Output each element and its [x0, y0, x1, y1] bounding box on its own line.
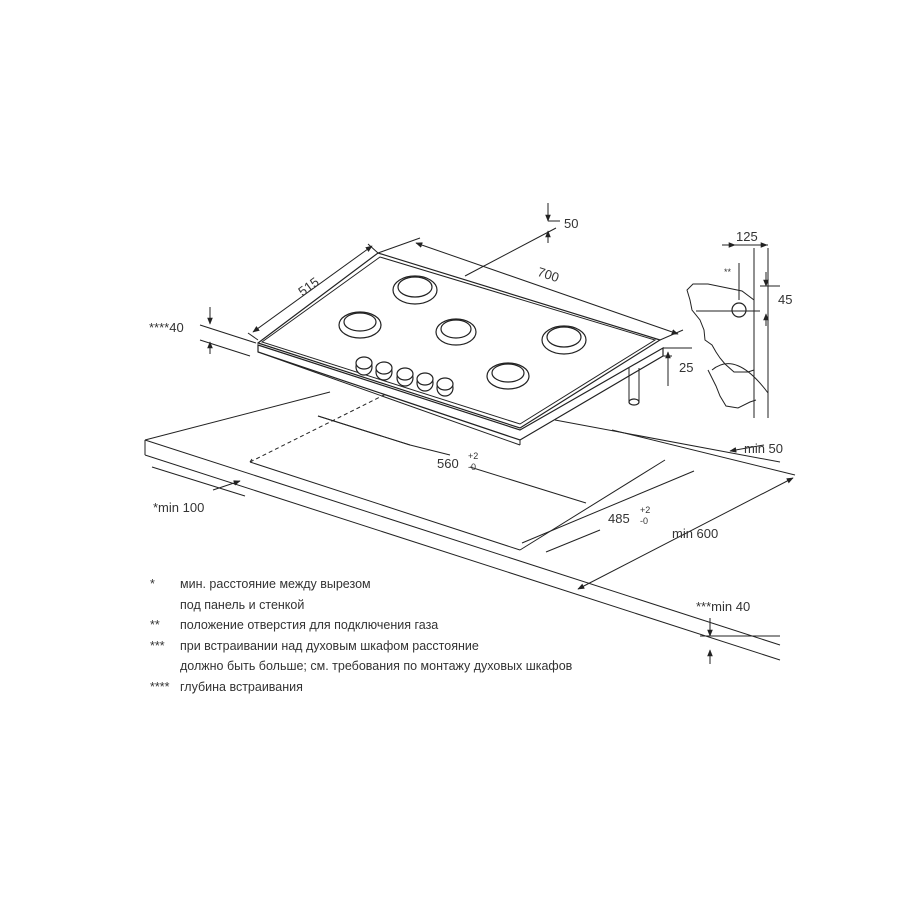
knob-1 [355, 356, 373, 376]
dim-depth-40: ****40 [149, 320, 184, 335]
countertop [144, 391, 781, 661]
dim-515: 515 [295, 274, 321, 299]
side-detail [686, 242, 780, 418]
dim-min-100: *min 100 [153, 500, 204, 515]
dim-700: 700 [536, 264, 561, 285]
footnote-text: при встраивании над духовым шкафом расст… [180, 638, 573, 674]
footnote-4: **** глубина встраивания [150, 677, 770, 698]
dim-485: 485 [608, 511, 630, 526]
burner-right [541, 325, 587, 355]
gas-pipe [628, 368, 640, 406]
footnotes: * мин. расстояние между вырезом под пане… [150, 574, 770, 697]
burner-left [338, 311, 382, 339]
control-knobs [355, 356, 454, 397]
dim-560: 560 [437, 456, 459, 471]
knob-2 [375, 361, 393, 381]
footnote-mark: *** [150, 638, 165, 653]
footnote-text: мин. расстояние между вырезом под панель… [180, 577, 371, 612]
footnote-mark: ** [150, 618, 160, 632]
footnote-text: глубина встраивания [180, 679, 303, 694]
dim-560-tol-minus: -0 [468, 462, 476, 472]
dim-485-tol-minus: -0 [640, 516, 648, 526]
gas-hole-icon [731, 302, 747, 318]
footnote-1: * мин. расстояние между вырезом под пане… [150, 574, 770, 615]
dim-485-tol-plus: +2 [640, 505, 650, 515]
footnote-mark: **** [150, 679, 170, 694]
footnote-text: положение отверстия для подключения газа [180, 618, 439, 632]
burner-front [486, 362, 530, 390]
dim-45: 45 [778, 292, 792, 307]
double-star-mark: ** [724, 267, 732, 277]
knob-4 [416, 372, 434, 392]
dim-560-tol-plus: +2 [468, 451, 478, 461]
dim-min-50: min 50 [744, 441, 783, 456]
footnote-mark: * [150, 577, 155, 591]
dim-min-600: min 600 [672, 526, 718, 541]
dimension-lines [151, 203, 796, 664]
burner-back [392, 275, 438, 305]
footnote-3: *** при встраивании над духовым шкафом р… [150, 636, 770, 677]
dim-min-40: ***min 40 [696, 599, 750, 614]
dim-25: 25 [679, 360, 693, 375]
knob-3 [396, 367, 414, 387]
burner-center [435, 318, 477, 346]
knob-5 [436, 377, 454, 397]
dim-125: 125 [736, 229, 758, 244]
dim-50-top: 50 [564, 216, 578, 231]
dimension-labels: 50 515 700 125 ** 45 25 ****40 min 50 56… [149, 216, 792, 614]
footnote-2: ** положение отверстия для подключения г… [150, 615, 770, 636]
